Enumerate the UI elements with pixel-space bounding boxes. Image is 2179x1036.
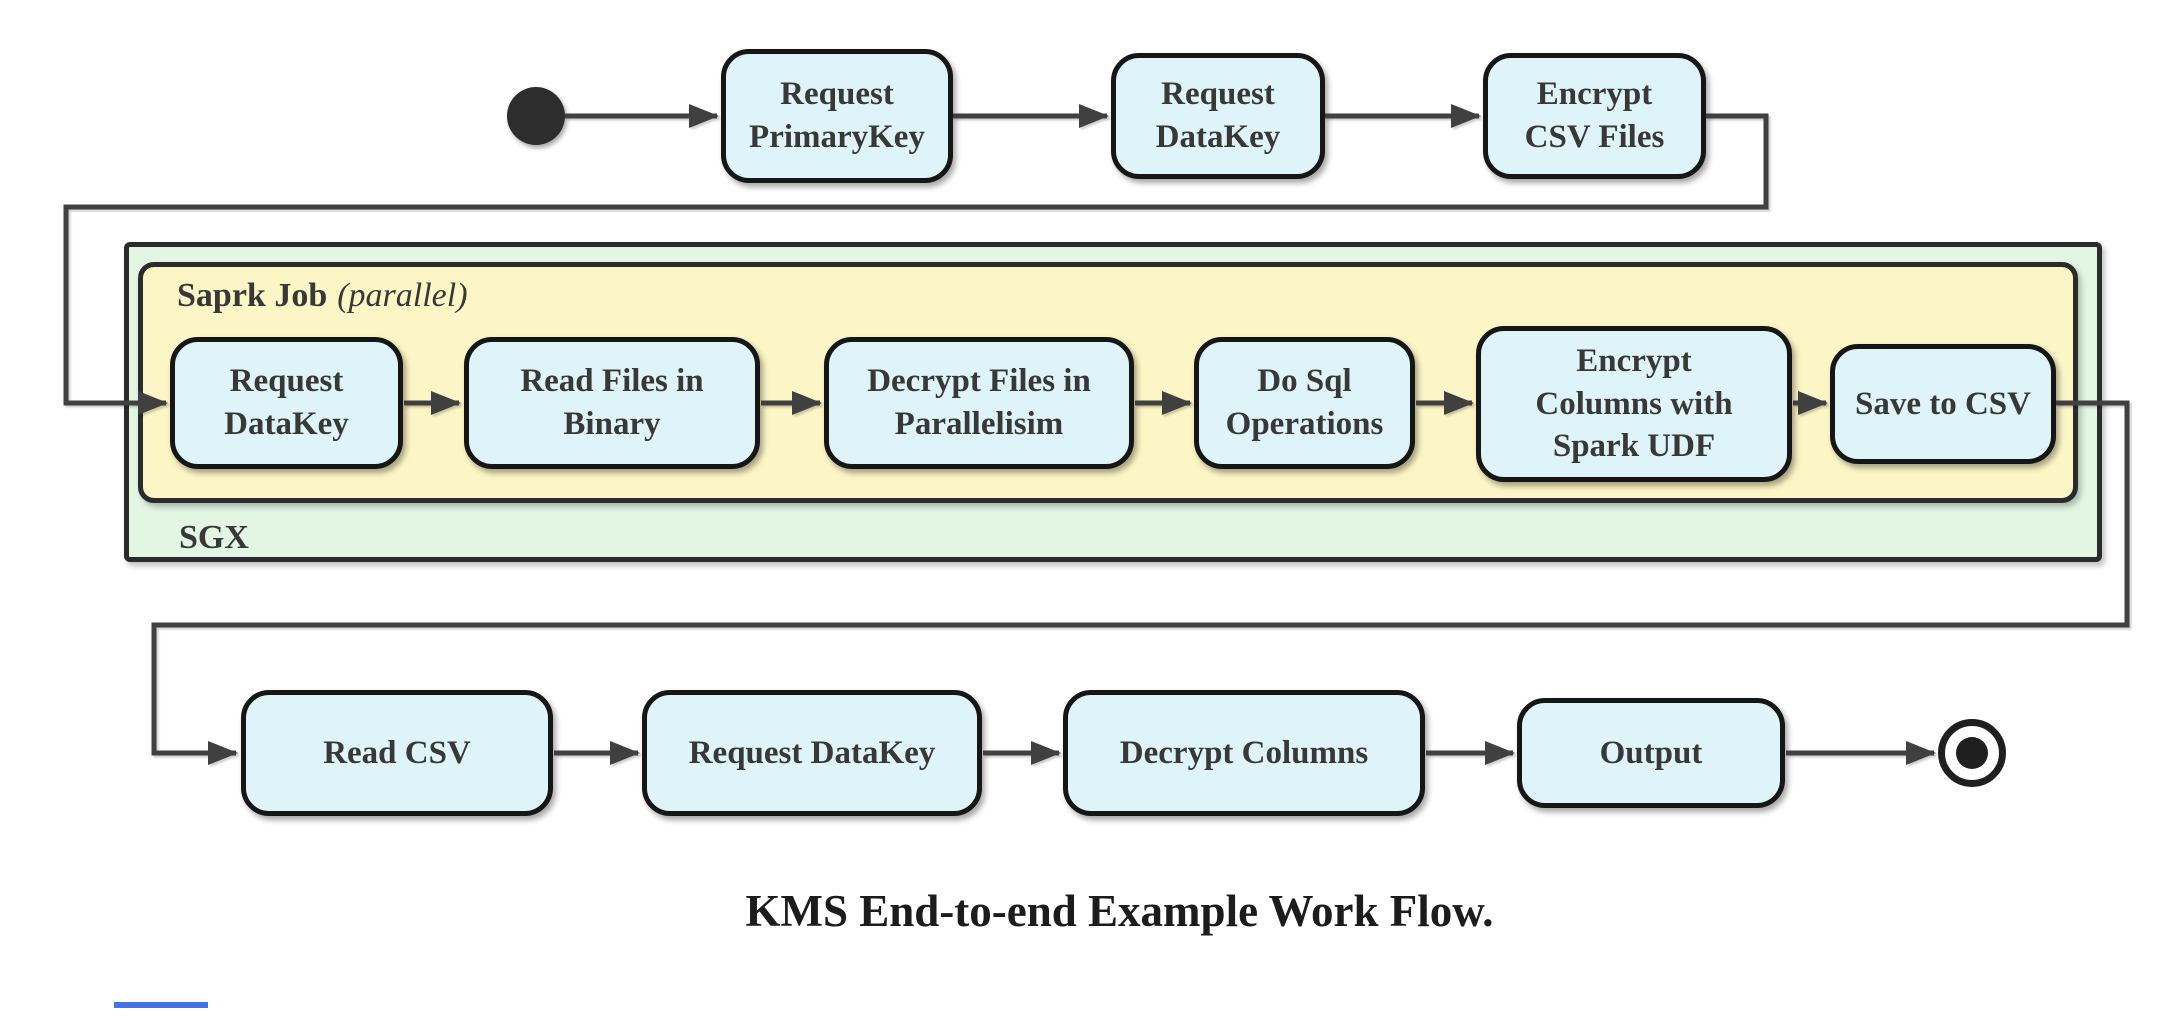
spark-job-label: Saprk Job(parallel) xyxy=(177,277,468,315)
node-encrypt-csv-files: Encrypt CSV Files xyxy=(1483,53,1706,179)
node-request-datakey-top: Request DataKey xyxy=(1111,53,1325,179)
node-request-datakey-mid: Request DataKey xyxy=(170,337,403,469)
node-request-datakey-bottom: Request DataKey xyxy=(642,690,982,816)
node-do-sql-operations: Do Sql Operations xyxy=(1194,337,1415,469)
node-read-files-in-binary: Read Files in Binary xyxy=(464,337,760,469)
node-request-primarykey: Request PrimaryKey xyxy=(721,49,953,183)
node-save-to-csv: Save to CSV xyxy=(1830,344,2056,464)
spark-job-label-mode: (parallel) xyxy=(337,277,468,314)
sgx-label: SGX xyxy=(179,519,249,556)
end-state-icon xyxy=(1938,719,2006,787)
spark-job-label-name: Saprk Job xyxy=(177,277,328,314)
node-decrypt-columns: Decrypt Columns xyxy=(1063,690,1425,816)
blue-underline-mark xyxy=(114,1002,208,1008)
end-state-inner-dot xyxy=(1956,737,1988,769)
node-output: Output xyxy=(1517,698,1785,808)
node-decrypt-files-in-parallelisim: Decrypt Files in Parallelisim xyxy=(824,337,1134,469)
node-encrypt-columns-with-spark-udf: Encrypt Columns with Spark UDF xyxy=(1476,326,1792,482)
start-state-icon xyxy=(507,87,565,145)
diagram-title: KMS End-to-end Example Work Flow. xyxy=(745,886,1494,936)
node-read-csv: Read CSV xyxy=(241,690,553,816)
